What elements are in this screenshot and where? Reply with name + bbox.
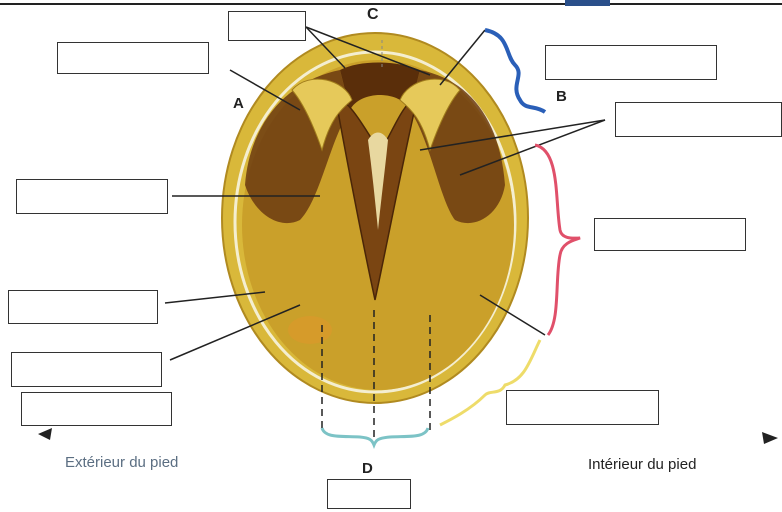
label-box-4[interactable] (615, 102, 782, 137)
label-box-5[interactable] (16, 179, 168, 214)
label-box-10[interactable] (506, 390, 659, 425)
brace-teal (322, 428, 428, 445)
label-c: C (367, 6, 379, 24)
arrow-right (762, 432, 778, 444)
sole-highlight (288, 316, 332, 344)
label-box-11[interactable] (327, 479, 411, 509)
arrow-left (38, 428, 52, 440)
brace-blue (485, 30, 545, 112)
label-b: B (556, 88, 567, 105)
interior-caption: Intérieur du pied (588, 456, 696, 473)
label-box-1[interactable] (228, 11, 306, 41)
exterior-caption: Extérieur du pied (65, 454, 178, 471)
label-box-7[interactable] (8, 290, 158, 324)
label-a: A (233, 95, 244, 112)
label-box-3[interactable] (545, 45, 717, 80)
brace-red (535, 145, 580, 335)
corner-mark (565, 0, 610, 6)
label-box-6[interactable] (594, 218, 746, 251)
label-box-2[interactable] (57, 42, 209, 74)
label-d: D (362, 460, 373, 477)
label-box-9[interactable] (21, 392, 172, 426)
label-box-8[interactable] (11, 352, 162, 387)
